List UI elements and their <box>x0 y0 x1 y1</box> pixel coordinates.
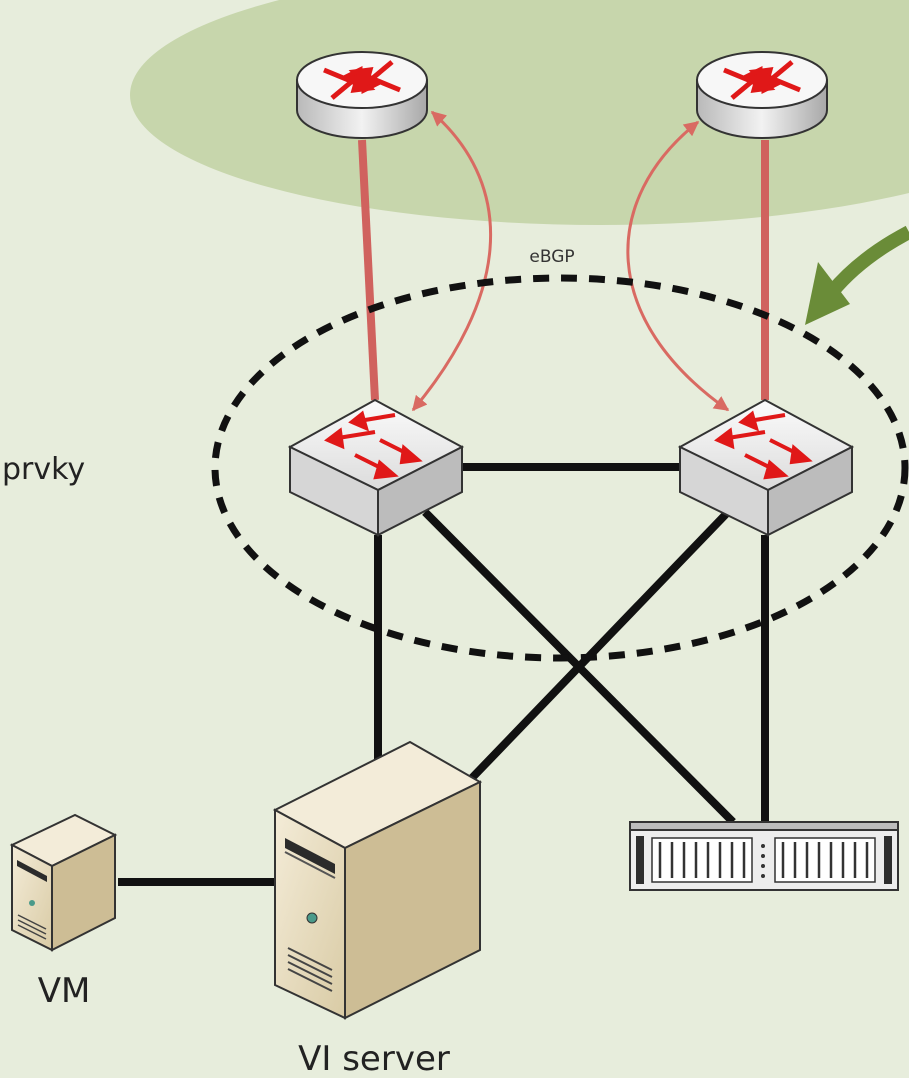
cables <box>118 463 769 886</box>
router-icon <box>296 51 428 139</box>
switch-icon <box>677 398 855 537</box>
small-server-icon <box>9 813 118 952</box>
cable-rightswitch-viserver <box>467 509 731 783</box>
uplink-left <box>358 139 379 401</box>
storage-array-icon <box>629 821 899 891</box>
side-label: prvky <box>2 452 85 487</box>
vm-label: VM <box>38 971 91 1011</box>
ebgp-label: eBGP <box>529 247 574 267</box>
green-pointer-arrow <box>805 225 909 325</box>
ebgp-arrows <box>411 110 730 412</box>
tower-server-icon <box>272 740 483 1020</box>
uplinks <box>358 139 769 401</box>
switch-domain-ellipse <box>211 274 909 662</box>
switch-icon <box>287 398 465 537</box>
router-icon <box>696 51 828 139</box>
ebgp-arrow-right <box>626 120 730 412</box>
ebgp-arrow-left <box>411 110 493 412</box>
vi-server-label: VI server <box>298 1039 450 1078</box>
